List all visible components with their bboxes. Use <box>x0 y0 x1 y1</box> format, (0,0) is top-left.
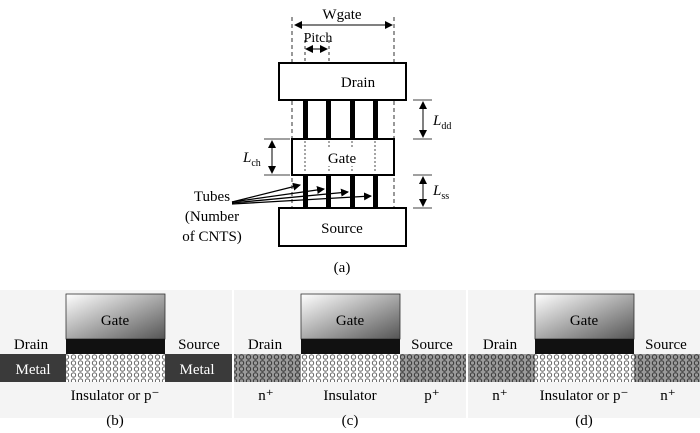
drain-label: Drain <box>341 75 376 91</box>
caption-b: (b) <box>106 413 124 429</box>
top-view-diagram: Wgate Pitch Drain Gate Source <box>182 7 451 276</box>
source-label: Source <box>645 337 687 353</box>
gate-oxide <box>535 339 634 354</box>
under-label: Insulator or p⁻ <box>71 388 160 404</box>
caption-a: (a) <box>334 260 351 276</box>
metal-left-label: Metal <box>16 362 51 378</box>
gate-label: Gate <box>570 313 599 329</box>
gate-label: Gate <box>328 151 357 167</box>
right-doping-label: p⁺ <box>424 388 439 404</box>
drain-label: Drain <box>14 337 49 353</box>
gate-label-bg <box>322 148 362 166</box>
left-doping-label: n⁺ <box>258 388 273 404</box>
lch-label: Lch <box>242 150 261 169</box>
tube-arrow <box>231 182 301 203</box>
panel-c: Gate Drain Source n⁺ Insulator p⁺ (c) <box>234 290 466 429</box>
channel-insulator-region <box>301 354 400 382</box>
source-label: Source <box>178 337 220 353</box>
panel-d: Gate Drain Source n⁺ Insulator or p⁻ n⁺ … <box>468 290 700 429</box>
lss-label: Lss <box>432 183 449 202</box>
gate-electrode <box>65 293 166 340</box>
gate-label: Gate <box>101 313 130 329</box>
caption-d: (d) <box>575 413 593 429</box>
tubes-label-line3: of CNTS) <box>182 229 242 245</box>
under-label: Insulator or p⁻ <box>540 388 629 404</box>
metal-right-label: Metal <box>180 362 215 378</box>
gate-electrode <box>300 293 401 340</box>
source-contact <box>278 207 407 247</box>
wgate-label: Wgate <box>322 7 361 23</box>
source-label: Source <box>321 221 363 237</box>
tubes-label-line1: Tubes <box>194 189 230 205</box>
under-label: Insulator <box>323 388 376 404</box>
left-doping-label: n⁺ <box>492 388 507 404</box>
ldd-label: Ldd <box>432 113 451 132</box>
gate-oxide <box>301 339 400 354</box>
panel-b: Gate Drain Source Metal Metal Insulator … <box>0 290 232 429</box>
tube-arrow <box>231 192 372 205</box>
gate-electrode <box>534 293 635 340</box>
source-label: Source <box>411 337 453 353</box>
channel-insulator-region <box>535 354 634 382</box>
gate-contact <box>291 138 395 176</box>
pitch-label: Pitch <box>304 31 333 46</box>
gate-oxide <box>66 339 165 354</box>
tube-arrow <box>231 186 325 203</box>
drain-contact <box>278 62 407 101</box>
channel-insulator-region <box>66 354 165 382</box>
drain-label: Drain <box>483 337 518 353</box>
gate-label: Gate <box>336 313 365 329</box>
drain-label: Drain <box>248 337 283 353</box>
caption-c: (c) <box>342 413 359 429</box>
right-doping-label: n⁺ <box>660 388 675 404</box>
tubes-label-line2: (Number <box>185 209 239 225</box>
tube-arrow <box>231 188 349 204</box>
tubes-pointer-arrows <box>231 182 372 205</box>
